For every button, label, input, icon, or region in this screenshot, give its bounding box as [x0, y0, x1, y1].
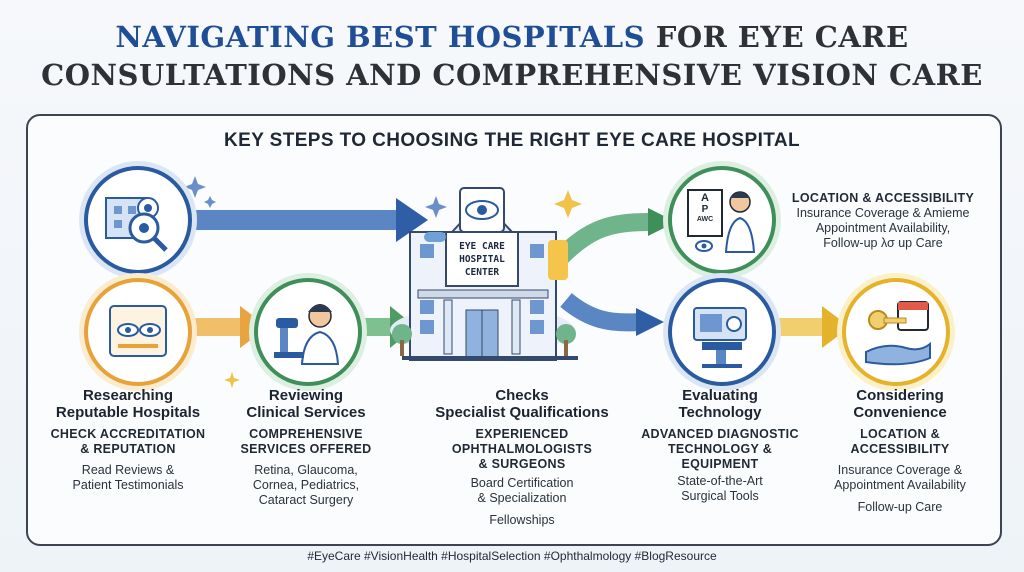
- title-rest: FOR EYE CARE: [655, 20, 909, 54]
- step-5-caps-line-2: ACCESSIBILITY: [850, 442, 950, 456]
- step-3-caps-line-1: EXPERIENCED: [475, 427, 569, 441]
- sign-line-1: EYE CARE: [459, 241, 505, 252]
- step-3-text-line-2: & Specialization: [477, 491, 567, 505]
- title-line-1: NAVIGATING BEST HOSPITALS FOR EYE CARE: [0, 18, 1024, 56]
- chart-letters-awc: AWC: [696, 216, 714, 223]
- chart-letter-a: A: [701, 192, 709, 204]
- step-3-heading-line-1: Checks: [495, 387, 549, 404]
- research-icon-circle: [84, 166, 192, 274]
- hashtags: #EyeCare #VisionHealth #HospitalSelectio…: [307, 549, 717, 563]
- hospital-search-icon: [105, 197, 168, 252]
- step-5-text: Insurance Coverage & Appointment Availab…: [806, 463, 994, 493]
- step-1-caps-line-1: CHECK ACCREDITATION: [50, 427, 206, 441]
- clinical-services-circle: [254, 278, 362, 386]
- sign-line-3: CENTER: [464, 267, 500, 278]
- step-3-caps-line-3: & SURGEONS: [478, 457, 566, 471]
- chart-letter-p: P: [701, 204, 709, 215]
- step-2-heading-line-2: Clinical Services: [246, 404, 366, 421]
- step-4-text-line-1: State-of-the-Art: [677, 474, 763, 488]
- step-3-heading-line-2: Specialist Qualifications: [435, 404, 609, 421]
- step-5-extra: Follow-up Care: [857, 500, 943, 514]
- step-3-caps: EXPERIENCED OPHTHALMOLOGISTS & SURGEONS: [412, 427, 632, 472]
- reviews-icon-circle: [84, 278, 192, 386]
- step-2-text-line-2: Cornea, Pediatrics,: [252, 478, 360, 492]
- review-eye-icon: [109, 305, 167, 357]
- step-1-text-line-2: Patient Testimonials: [72, 478, 184, 492]
- step-5-heading-line-1: Considering: [856, 387, 944, 404]
- step-4-caps: ADVANCED DIAGNOSTIC TECHNOLOGY & EQUIPME…: [630, 427, 810, 472]
- arrow-green-curve: [553, 213, 651, 265]
- step-1-text: Read Reviews & Patient Testimonials: [44, 463, 212, 493]
- convenience-circle: [842, 278, 950, 386]
- sign-line-2: HOSPITAL: [459, 254, 505, 265]
- step-4-heading-line-2: Technology: [678, 404, 762, 421]
- step-1-heading: Researching Reputable Hospitals: [44, 387, 212, 421]
- step-2-heading-line-1: Reviewing: [268, 387, 344, 404]
- step-4-caps-line-2: TECHNOLOGY &: [667, 442, 773, 456]
- step-2-caps: COMPREHENSIVE SERVICES OFFERED: [222, 427, 390, 457]
- eye-chart-letters: A P AWC: [688, 192, 722, 224]
- top-right-caps: LOCATION & ACCESSIBILITY: [791, 191, 975, 205]
- panel-subtitle: KEY STEPS TO CHOOSING THE RIGHT EYE CARE…: [224, 130, 800, 151]
- step-5-caps-line-1: LOCATION &: [860, 427, 940, 441]
- arrow-yellow: [770, 306, 850, 348]
- step-1-heading-line-2: Reputable Hospitals: [55, 404, 201, 421]
- step-4-heading: Evaluating Technology: [630, 387, 810, 421]
- step-3-heading: Checks Specialist Qualifications: [412, 387, 632, 421]
- step-4-text-line-2: Surgical Tools: [681, 489, 759, 503]
- top-right-line-1: Insurance Coverage & Amieme: [796, 206, 970, 220]
- page-title: NAVIGATING BEST HOSPITALS FOR EYE CARE C…: [0, 18, 1024, 94]
- step-1-heading-line-1: Researching: [82, 387, 174, 404]
- top-right-info: LOCATION & ACCESSIBILITY Insurance Cover…: [778, 190, 988, 251]
- step-5-text-line-1: Insurance Coverage &: [837, 463, 963, 477]
- arrow-top-blue: [180, 198, 428, 242]
- step-5-heading-line-2: Convenience: [853, 404, 947, 421]
- step-5-text-line-2: Appointment Availability: [834, 478, 966, 492]
- step-5-caps: LOCATION & ACCESSIBILITY: [806, 427, 994, 457]
- step-4-caps-line-1: ADVANCED DIAGNOSTIC: [641, 427, 799, 441]
- eye-chart-doctor-circle: A P AWC: [668, 166, 776, 274]
- step-2-caps-line-1: COMPREHENSIVE: [249, 427, 363, 441]
- doctor-microscope-icon: [274, 304, 340, 365]
- title-line-2: CONSULTATIONS AND COMPREHENSIVE VISION C…: [41, 58, 983, 92]
- step-2-text: Retina, Glaucoma, Cornea, Pediatrics, Ca…: [222, 463, 390, 508]
- step-1-caps: CHECK ACCREDITATION & REPUTATION: [44, 427, 212, 457]
- step-5-heading: Considering Convenience: [806, 387, 994, 421]
- step-2-heading: Reviewing Clinical Services: [222, 387, 390, 421]
- step-1-caps-line-2: & REPUTATION: [80, 442, 176, 456]
- eye-chart-icon: [687, 189, 756, 253]
- top-right-line-2: Appointment Availability,: [815, 221, 951, 235]
- step-3-text-line-1: Board Certification: [470, 476, 574, 490]
- diagnostic-machine-icon: [693, 307, 747, 368]
- step-2-caps-line-2: SERVICES OFFERED: [240, 442, 372, 456]
- arrow-blue-curve: [560, 292, 641, 332]
- step-2-text-line-3: Cataract Surgery: [258, 493, 354, 507]
- key-calendar-icon: [865, 301, 931, 366]
- technology-circle: [668, 278, 776, 386]
- step-2-text-line-1: Retina, Glaucoma,: [254, 463, 358, 477]
- step-4-caps-line-3: EQUIPMENT: [681, 457, 759, 471]
- top-right-line-3: Follow-up λσ up Care: [823, 236, 943, 250]
- title-highlight: NAVIGATING BEST HOSPITALS: [115, 20, 646, 54]
- step-3-text: Board Certification & Specialization: [412, 476, 632, 506]
- step-3-caps-line-2: OPHTHALMOLOGISTS: [451, 442, 593, 456]
- hospital-sign: EYE CARE HOSPITAL CENTER: [446, 240, 518, 279]
- step-4-text: State-of-the-Art Surgical Tools: [630, 474, 810, 504]
- step-4-heading-line-1: Evaluating: [682, 387, 758, 404]
- step-1-text-line-1: Read Reviews &: [81, 463, 175, 477]
- hospital-building: [390, 187, 578, 361]
- step-3-extra: Fellowships: [489, 513, 555, 527]
